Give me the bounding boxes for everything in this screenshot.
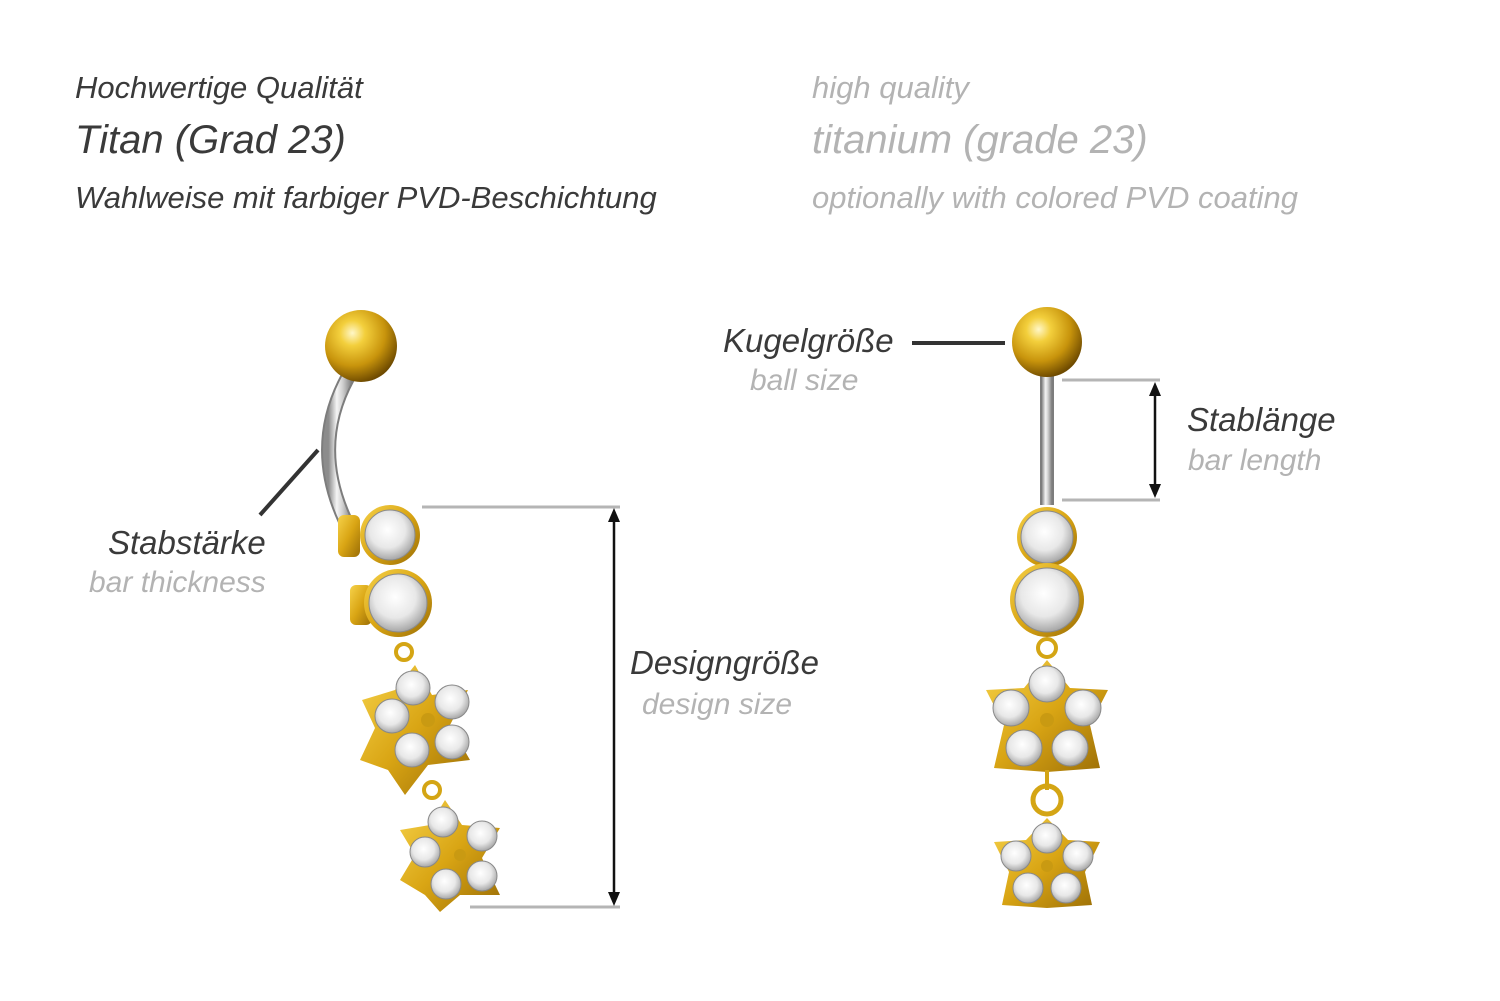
header-de-coating: Wahlweise mit farbiger PVD-Beschichtung [75,180,657,215]
right-ball [1012,307,1082,377]
right-piercing [986,307,1108,908]
ball-size-label-en: ball size [750,364,859,397]
left-ball [325,310,397,382]
header-en-quality: high quality [812,70,969,105]
header-en-coating: optionally with colored PVD coating [812,180,1298,215]
bar-length-label-en: bar length [1188,444,1322,477]
bar-length-label-de: Stablänge [1187,401,1336,438]
header-de-quality: Hochwertige Qualität [75,70,363,105]
left-piercing [321,310,500,912]
ball-size-label-de: Kugelgröße [723,322,894,359]
bar-thickness-label-de: Stabstärke [108,524,266,561]
design-size-label-en: design size [642,688,793,721]
bar-thickness-label-en: bar thickness [89,566,266,599]
header-en-material: titanium (grade 23) [812,118,1148,162]
header-de-material: Titan (Grad 23) [75,118,346,162]
bar-thickness-pointer [258,448,320,517]
design-size-label-de: Designgröße [630,644,819,681]
